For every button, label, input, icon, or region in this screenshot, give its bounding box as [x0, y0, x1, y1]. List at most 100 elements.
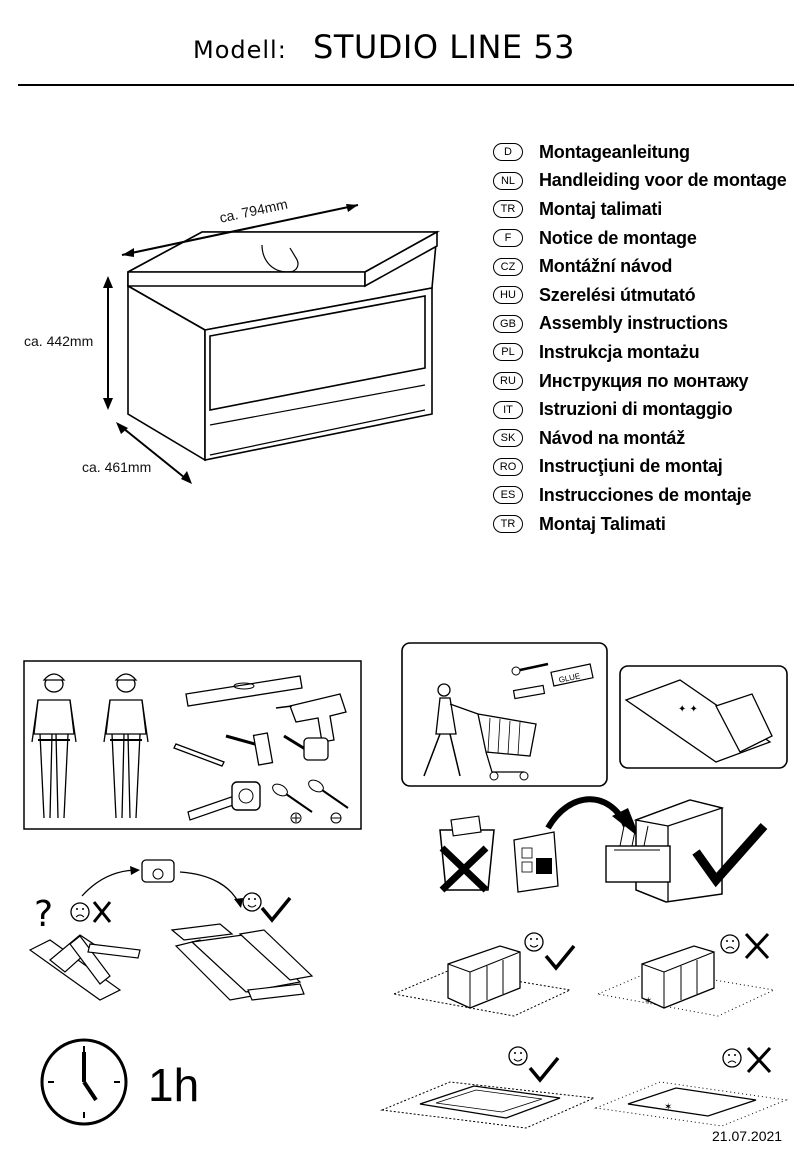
language-row-cz: CZ Montážní návod	[493, 252, 798, 281]
smiley-happy-icon	[524, 932, 544, 952]
smiley-happy-icon	[508, 1046, 528, 1066]
language-title: Handleiding voor de montage	[539, 170, 787, 191]
model-label: Modell:	[193, 36, 287, 64]
pencil-icon	[173, 743, 225, 767]
cabinet-on-floor: ✶	[641, 945, 715, 1009]
smiley-sad-icon	[720, 934, 740, 954]
worker-figure	[31, 673, 77, 819]
language-title: Návod na montáž	[539, 427, 686, 448]
language-title: Instrucciones de montaje	[539, 484, 752, 505]
drill-icon	[275, 693, 347, 743]
language-row-tr-2: TR Montaj Talimati	[493, 510, 798, 539]
cross-icon	[439, 845, 489, 893]
language-code-badge: SK	[493, 429, 523, 448]
language-title: Montážní návod	[539, 256, 673, 277]
language-list: D Montageanleitung NL Handleiding voor de …	[493, 138, 798, 538]
language-row-sk: SK Návod na montáž	[493, 424, 798, 453]
language-row-gb: GB Assembly instructions	[493, 310, 798, 339]
language-row-es: ES Instrucciones de montaje	[493, 481, 798, 510]
language-row-ro: RO Instrucţiuni de montaj	[493, 453, 798, 482]
language-row-nl: NL Handleiding voor de montage	[493, 167, 798, 196]
screwdriver-icon	[272, 779, 349, 813]
cabinet-drawing	[103, 204, 441, 484]
phone-icon	[141, 859, 175, 883]
cross-icon	[92, 901, 112, 923]
smiley-sad-icon	[722, 1048, 742, 1068]
document-date: 21.07.2021	[712, 1128, 783, 1144]
language-code-badge: F	[493, 229, 523, 248]
language-code-badge: D	[493, 143, 523, 162]
cross-icon	[746, 1046, 772, 1074]
language-title: Instrukcja montażu	[539, 341, 700, 362]
language-row-ru: RU Инструкция по монтажу	[493, 367, 798, 396]
language-code-badge: TR	[493, 200, 523, 219]
language-code-badge: GB	[493, 314, 523, 333]
worker-figure	[103, 673, 149, 819]
cabinet-on-carpet	[447, 945, 521, 1009]
shopping-cart-icon	[477, 713, 537, 781]
svg-text:✦ ✦: ✦ ✦	[678, 704, 698, 715]
tape-measure-icon	[187, 781, 261, 821]
shopper-figure	[423, 683, 479, 777]
language-row-it: IT Istruzioni di montaggio	[493, 395, 798, 424]
language-title: Assembly instructions	[539, 313, 728, 334]
level-icon	[185, 675, 303, 707]
language-title: Montageanleitung	[539, 141, 690, 162]
model-name: STUDIO LINE 53	[313, 28, 576, 66]
svg-text:✶: ✶	[644, 996, 652, 1007]
smiley-happy-icon	[242, 892, 262, 912]
language-title: Инструкция по монтажу	[539, 370, 749, 391]
unsorted-boards	[28, 934, 141, 1001]
language-title: Notice de montage	[539, 227, 697, 248]
board-on-carpet	[419, 1085, 561, 1119]
language-code-badge: ES	[493, 486, 523, 505]
board-on-floor	[627, 1087, 757, 1117]
check-icon	[544, 944, 576, 971]
language-title: Montaj Talimati	[539, 513, 666, 534]
glue-icon	[550, 663, 594, 687]
dimension-height: ca. 442mm	[24, 333, 94, 349]
hammer-icon	[225, 732, 274, 766]
check-icon	[260, 896, 292, 923]
question-mark: ?	[34, 894, 53, 935]
manual-booklet-icon	[513, 831, 559, 893]
phillips-head-icon	[290, 812, 302, 824]
svg-text:✶: ✶	[664, 1102, 672, 1113]
cross-icon	[744, 932, 770, 960]
smiley-sad-icon	[70, 902, 90, 922]
language-code-badge: PL	[493, 343, 523, 362]
screw-icon	[511, 662, 549, 676]
cloth-hand-icon	[715, 693, 773, 753]
language-title: Instrucţiuni de montaj	[539, 456, 723, 477]
check-icon	[692, 823, 768, 888]
check-icon	[528, 1056, 560, 1083]
language-code-badge: TR	[493, 515, 523, 534]
header-divider	[18, 84, 794, 86]
sorted-boards	[170, 923, 314, 1001]
dowel-icon	[512, 684, 546, 700]
assembly-duration: 1h	[148, 1059, 200, 1111]
language-code-badge: IT	[493, 400, 523, 419]
language-row-d: D Montageanleitung	[493, 138, 798, 167]
header: Modell: STUDIO LINE 53	[0, 0, 808, 90]
glue-label: GLUE	[558, 671, 581, 684]
language-code-badge: HU	[493, 286, 523, 305]
language-code-badge: RO	[493, 457, 523, 476]
language-title: Istruzioni di montaggio	[539, 399, 733, 420]
language-code-badge: RU	[493, 372, 523, 391]
mallet-icon	[283, 734, 329, 761]
language-code-badge: NL	[493, 171, 523, 190]
language-row-pl: PL Instrukcja montażu	[493, 338, 798, 367]
dimension-depth: ca. 461mm	[82, 459, 152, 475]
language-code-badge: CZ	[493, 257, 523, 276]
file-cabinet-icon	[605, 799, 725, 903]
language-row-f: F Notice de montage	[493, 224, 798, 253]
